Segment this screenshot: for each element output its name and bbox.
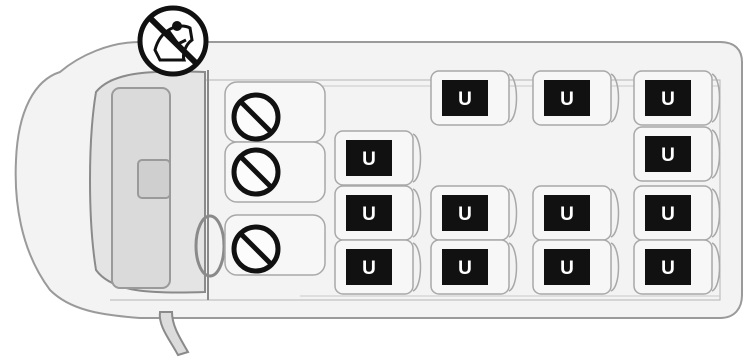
center-console <box>138 160 170 198</box>
seat-badge-label: U <box>362 149 376 170</box>
seat-badge-r2-right-2: U <box>645 80 691 116</box>
rear-facing-child-seat-prohibited-icon <box>140 8 206 74</box>
seat-badge-label: U <box>661 204 675 225</box>
seat-badge-r3-right-1: U <box>346 140 392 176</box>
seat-badge-label: U <box>458 258 472 279</box>
prohibited-icon <box>234 227 278 271</box>
seat-badge-label: U <box>362 204 376 225</box>
prohibited-icon <box>234 150 278 194</box>
seat-badge-r5-window-1: U <box>544 195 590 231</box>
seat-badge-r4-right-1: U <box>442 195 488 231</box>
seat-badge-r2-left: U <box>442 80 488 116</box>
front-seat-prohibitions <box>234 95 278 271</box>
seat-badge-r4-left: U <box>346 249 392 285</box>
seat-badge-r5-window-2: U <box>544 249 590 285</box>
seat-badge-label: U <box>661 258 675 279</box>
seat-badge-r2-right-1: U <box>544 80 590 116</box>
prohibited-icon <box>234 95 278 139</box>
seat-badge-label: U <box>560 204 574 225</box>
seat-badge-label: U <box>661 89 675 110</box>
seat-badge-r5-right-1: U <box>645 249 691 285</box>
seat-badge-label: U <box>560 258 574 279</box>
seat-badge-r3-right-2: U <box>346 195 392 231</box>
seat-badge-r4-right-2: U <box>442 249 488 285</box>
seat-badge-label: U <box>560 89 574 110</box>
seat-badge-r3-left: U <box>645 136 691 172</box>
seat-badge-label: U <box>458 89 472 110</box>
seat-badge-label: U <box>458 204 472 225</box>
seat-badge-label: U <box>362 258 376 279</box>
seat-badge-r5-middle: U <box>645 195 691 231</box>
seat-badge-label: U <box>661 145 675 166</box>
